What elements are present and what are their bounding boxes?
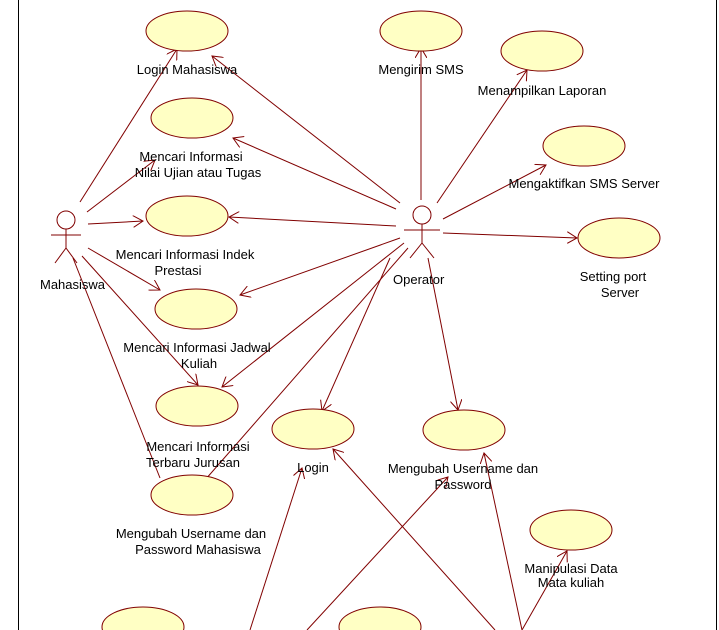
label-mengaktifkan-sms: Mengaktifkan SMS Server (508, 176, 660, 191)
label-manipulasi-data-2: Mata kuliah (538, 575, 604, 590)
use-case-mengaktifkan-sms (542, 125, 626, 167)
assoc-op-mencari-jurusan (222, 242, 405, 387)
use-case-mengubah-username (422, 409, 506, 451)
assoc-op-mencari-jadwal (240, 237, 401, 295)
use-case-mencari-nilai (150, 97, 234, 139)
use-case-partial-left (101, 606, 185, 630)
actor-mahasiswa-label: Mahasiswa (40, 277, 106, 292)
assoc-op-mencari-indek (229, 217, 397, 227)
label-mencari-nilai-1: Mencari Informasi (139, 149, 242, 164)
assoc-mhs-mencari-nilai (86, 160, 155, 213)
label-mengubah-username-1: Mengubah Username dan (388, 461, 538, 476)
use-case-login-mahasiswa (145, 10, 229, 52)
actor-operator-label: Operator (393, 272, 445, 287)
assoc-mhs-mencari-jurusan (81, 255, 198, 385)
assoc-bottom-mengubah-username (306, 477, 448, 630)
label-login-mahasiswa: Login Mahasiswa (137, 62, 238, 77)
use-case-mengirim-sms (379, 10, 463, 52)
label-manipulasi-data-1: Manipulasi Data (524, 561, 618, 576)
actor-mahasiswa-head (56, 210, 76, 230)
assoc-op-mengubah-username-mhs (204, 247, 409, 481)
assoc-op-login-mahasiswa (212, 56, 401, 204)
label-setting-port-1: Setting port (580, 269, 647, 284)
use-cases (101, 10, 661, 630)
actor-operator-head (412, 205, 432, 225)
label-mencari-indek-2: Prestasi (155, 263, 202, 278)
assoc-op-mencari-nilai (233, 138, 397, 210)
assoc-op-mengaktifkan-sms (442, 165, 546, 220)
use-case-setting-port (577, 217, 661, 259)
actor-mahasiswa (51, 210, 81, 264)
assoc-mhs-mencari-jadwal (87, 247, 160, 290)
use-case-mencari-jurusan (155, 385, 239, 427)
label-mencari-jurusan-2: Terbaru Jurusan (146, 455, 240, 470)
use-case-manipulasi-data (529, 509, 613, 551)
assoc-bottom-login-2 (333, 449, 496, 630)
assoc-bottom-manipulasi (521, 551, 567, 630)
actor-operator (404, 205, 440, 259)
label-mengirim-sms: Mengirim SMS (378, 62, 464, 77)
assoc-op-login (322, 257, 391, 411)
assoc-mhs-mengubah-username-mhs (72, 257, 161, 479)
label-mencari-jadwal-2: Kuliah (181, 356, 217, 371)
use-case-menampilkan-laporan (500, 30, 584, 72)
assoc-op-menampilkan-laporan (436, 70, 527, 204)
label-mencari-jadwal-1: Mencari Informasi Jadwal (123, 340, 270, 355)
label-mengubah-username-2: Password (434, 477, 491, 492)
label-mengubah-username-mhs-1: Mengubah Username dan (116, 526, 266, 541)
use-case-mencari-indek (145, 195, 229, 237)
use-case-mencari-jadwal (154, 288, 238, 330)
assoc-bottom-login (249, 468, 302, 630)
assoc-bottom-mengubah-username-2 (484, 453, 523, 630)
associations (72, 48, 577, 630)
assoc-op-mengubah-username (427, 257, 458, 410)
label-mencari-nilai-2: Nilai Ujian atau Tugas (135, 165, 262, 180)
label-setting-port-2: Server (601, 285, 640, 300)
use-case-login (271, 408, 355, 450)
label-mencari-indek-1: Mencari Informasi Indek (116, 247, 255, 262)
use-case-mengubah-username-mhs (150, 474, 234, 516)
assoc-op-setting-port (442, 233, 577, 238)
assoc-mhs-mencari-indek (87, 221, 143, 224)
label-login: Login (297, 460, 329, 475)
label-mengubah-username-mhs-2: Password Mahasiswa (135, 542, 261, 557)
label-mencari-jurusan-1: Mencari Informasi (146, 439, 249, 454)
assoc-mhs-login-mahasiswa (79, 49, 177, 203)
use-case-partial-middle (338, 606, 422, 630)
label-menampilkan-laporan: Menampilkan Laporan (478, 83, 607, 98)
